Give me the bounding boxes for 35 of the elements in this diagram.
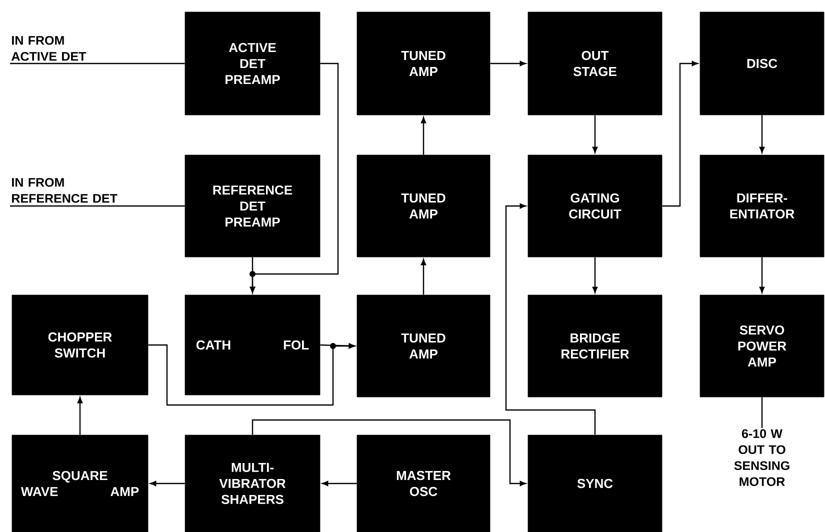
connector-arrow	[662, 60, 698, 207]
signal-label: IN FROM REFERENCE DET	[12, 178, 118, 203]
block-box: SERVO POWER AMP	[700, 294, 824, 398]
connector-arrow	[505, 203, 596, 435]
block-box: SYNC	[528, 434, 662, 532]
block-box: BRIDGE RECTIFIER	[528, 294, 662, 398]
connector-arrow	[490, 60, 526, 66]
connector-arrow	[250, 257, 256, 293]
connector-arrow	[77, 397, 83, 435]
block-box: MASTER OSC	[356, 434, 490, 532]
block-box: GATING CIRCUIT	[528, 154, 662, 258]
connector-arrow	[592, 115, 598, 153]
connector-arrow	[150, 480, 185, 486]
connector-arrow	[592, 257, 598, 293]
connector-arrow	[322, 480, 357, 486]
block-box: DISC	[700, 12, 824, 116]
signal-label: 6-10 W OUT TO SENSING MOTOR	[734, 429, 790, 486]
block-box: CHOPPER SWITCH	[12, 294, 148, 396]
connector-arrow	[148, 343, 355, 406]
block-box: TUNED AMP	[356, 12, 490, 116]
block-box: ACTIVE DET PREAMP	[184, 12, 320, 116]
block-box: REFERENCE DET PREAMP	[184, 154, 320, 258]
signal-label: IN FROM ACTIVE DET	[12, 36, 86, 61]
block-box: TUNED AMP	[356, 294, 490, 398]
connector-arrow	[420, 259, 426, 295]
block-box: OUT STAGE	[528, 12, 662, 116]
connector-arrow	[759, 115, 765, 153]
connector-arrow	[252, 419, 526, 486]
block-box: TUNED AMP	[356, 154, 490, 258]
block-box: SQUARE WAVE AMP	[12, 434, 148, 532]
block-box: DIFFER- ENTIATOR	[700, 154, 824, 258]
connector-arrow	[759, 257, 765, 293]
block-box: CATH FOL	[184, 294, 320, 396]
connector-arrow	[420, 117, 426, 155]
block-box: MULTI- VIBRATOR SHAPERS	[184, 434, 320, 532]
